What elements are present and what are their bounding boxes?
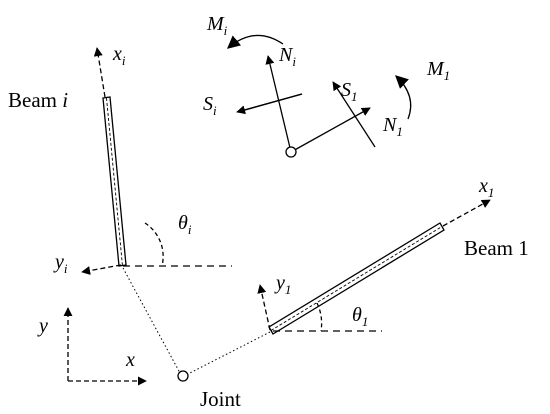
ni-vector (265, 55, 292, 153)
theta-i-label: θi (178, 212, 192, 237)
beam-1-x-axis (442, 199, 491, 227)
global-y-label: y (37, 315, 48, 337)
mi-label: Mi (206, 13, 228, 38)
global-x-label: x (125, 349, 135, 371)
yi-axis-label: yi (53, 251, 68, 276)
theta-1-arc (316, 302, 323, 332)
xi-axis-label: xi (112, 43, 126, 68)
n1-vector (290, 107, 371, 153)
joint-label: Joint (200, 387, 241, 411)
beam-1-y-axis (257, 284, 271, 331)
joint-node (177, 370, 189, 382)
beam-i-label: Beam i (8, 88, 68, 112)
theta-1-label: θ1 (352, 304, 368, 329)
n1-label: N1 (382, 114, 403, 139)
mi-moment-arrow (227, 34, 284, 49)
beam-i (102, 96, 127, 267)
force-origin-node (285, 146, 297, 158)
x1-axis-label: x1 (478, 175, 494, 200)
beam-1 (268, 222, 445, 335)
theta-i-arc (144, 222, 164, 267)
s1-label: S1 (341, 79, 358, 104)
beam-i-y-axis (81, 264, 122, 275)
m1-label: M1 (426, 58, 450, 83)
joint-link-beam-1 (185, 331, 271, 376)
si-label: Si (203, 93, 217, 118)
m1-moment-arrow (395, 75, 412, 120)
beam-i-x-axis (93, 47, 106, 98)
si-force-arrow (236, 93, 303, 115)
ni-label: Ni (278, 44, 296, 69)
y1-axis-label: y1 (274, 272, 291, 297)
beam-1-label: Beam 1 (464, 236, 529, 260)
s1-force-arrow (332, 81, 376, 148)
